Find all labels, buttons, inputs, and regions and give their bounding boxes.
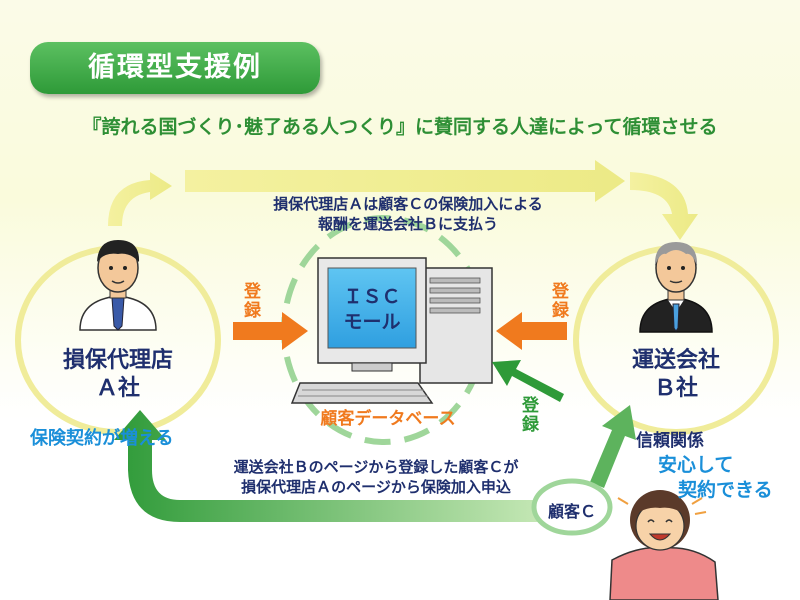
- customer-circle: [531, 478, 613, 536]
- bottom-note-line2: 損保代理店Ａのページから保険加入申込: [241, 478, 511, 496]
- agent-benefit: 保険契約が増える: [30, 428, 174, 449]
- bottom-note-line1: 運送会社Ｂのページから登録した顧客Ｃが: [233, 458, 519, 476]
- agent-name-line1: 損保代理店: [62, 348, 173, 373]
- yellow-arrow-right-down: [630, 172, 698, 240]
- customer-label: 顧客Ｃ: [547, 502, 596, 521]
- yellow-arrow-top: [185, 160, 625, 202]
- computer-screen: [327, 267, 417, 349]
- computer-tower: [419, 267, 493, 384]
- agent-person-icon: [79, 240, 157, 331]
- transport-person-icon: [639, 242, 713, 333]
- agent-name-line2: Ａ社: [95, 376, 140, 401]
- trust-line3: 契約できる: [678, 479, 773, 501]
- register-label-right: 登録: [548, 282, 568, 320]
- top-note-line1: 損保代理店Ａは顧客Ｃの保険加入による: [273, 195, 543, 213]
- top-note-line2: 報酬を運送会社Ｂに支払う: [317, 215, 498, 233]
- trust-line1: 信頼関係: [636, 431, 704, 451]
- subtitle: 『誇れる国づくり･魅了ある人つくり』に賛同する人達によって循環させる: [82, 116, 718, 138]
- isc-line2: モール: [343, 311, 401, 333]
- green-arrow-register: [492, 360, 564, 402]
- yellow-arrow-left-up: [108, 172, 172, 226]
- isc-line1: ＩＳＣ: [343, 286, 401, 308]
- customer-person-icon: [609, 490, 719, 600]
- register-label-left: 登録: [240, 282, 260, 320]
- transport-name-line2: Ｂ社: [653, 376, 698, 401]
- computer-keyboard: [290, 382, 434, 404]
- green-arrow-bottom: [114, 410, 545, 522]
- register-label-bottom: 登録: [518, 396, 538, 434]
- database-label: 顧客データベース: [320, 409, 456, 429]
- transport-name-line1: 運送会社: [631, 348, 720, 373]
- trust-line2: 安心して: [658, 454, 734, 476]
- green-arrow-to-transport: [590, 405, 636, 488]
- orange-arrow-left: [233, 312, 308, 350]
- page-title: 循環型支援例: [30, 42, 320, 94]
- orange-arrow-right: [496, 312, 567, 350]
